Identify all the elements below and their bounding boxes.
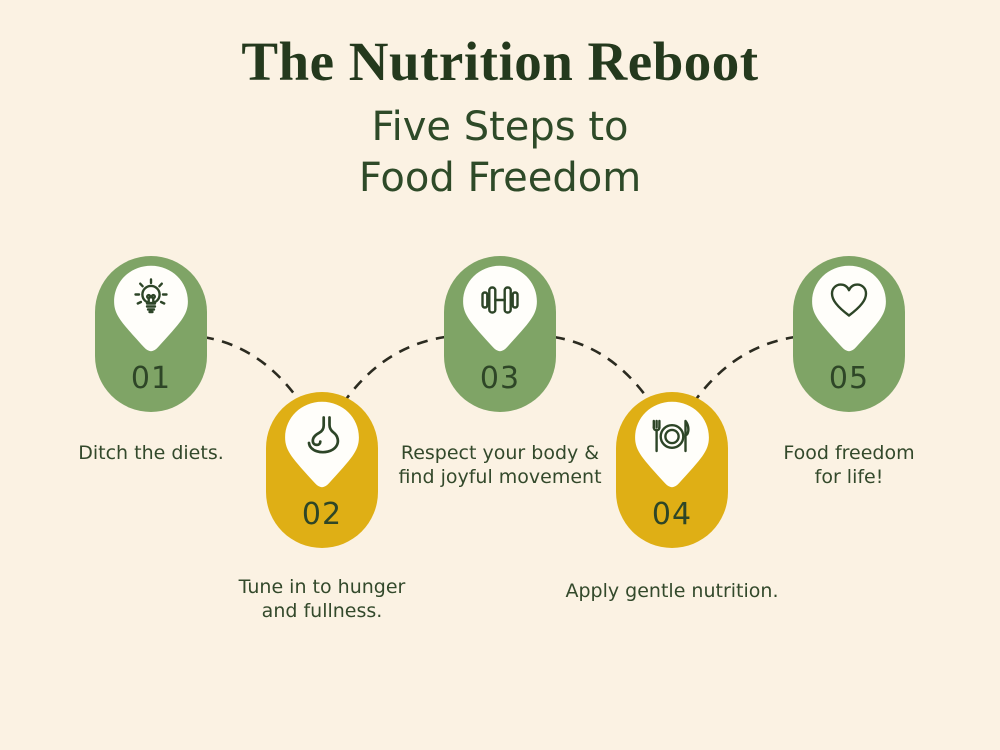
step-02-label: Tune in to hunger and fullness. xyxy=(238,576,406,622)
step-number: 02 xyxy=(301,497,343,532)
page-subtitle: Five Steps to Food Freedom xyxy=(358,103,642,201)
step-02-badge: 02 xyxy=(266,392,378,548)
plate-cutlery-icon xyxy=(652,419,690,453)
step-number: 03 xyxy=(479,361,521,396)
map-pin-shape xyxy=(812,265,886,352)
step-03-badge: 03 xyxy=(444,256,556,412)
step-01-badge: 01 xyxy=(95,256,207,412)
heart-icon xyxy=(830,283,868,317)
step-05-label: Food freedom for life! xyxy=(783,442,915,488)
page-title: The Nutrition Reboot xyxy=(241,31,759,92)
step-01-label: Ditch the diets. xyxy=(78,442,224,464)
step-number: 04 xyxy=(651,497,693,532)
lightbulb-icon xyxy=(134,278,168,314)
map-pin-shape xyxy=(463,265,537,352)
dumbbell-icon xyxy=(481,286,519,314)
step-04-badge: 04 xyxy=(616,392,728,548)
step-number: 05 xyxy=(828,361,870,396)
step-04-label: Apply gentle nutrition. xyxy=(565,580,779,602)
step-03-label: Respect your body & find joyful movement xyxy=(398,442,602,488)
map-pin-shape xyxy=(285,401,359,488)
step-number: 01 xyxy=(130,361,172,396)
step-05-badge: 05 xyxy=(793,256,905,412)
stomach-icon xyxy=(307,416,340,454)
